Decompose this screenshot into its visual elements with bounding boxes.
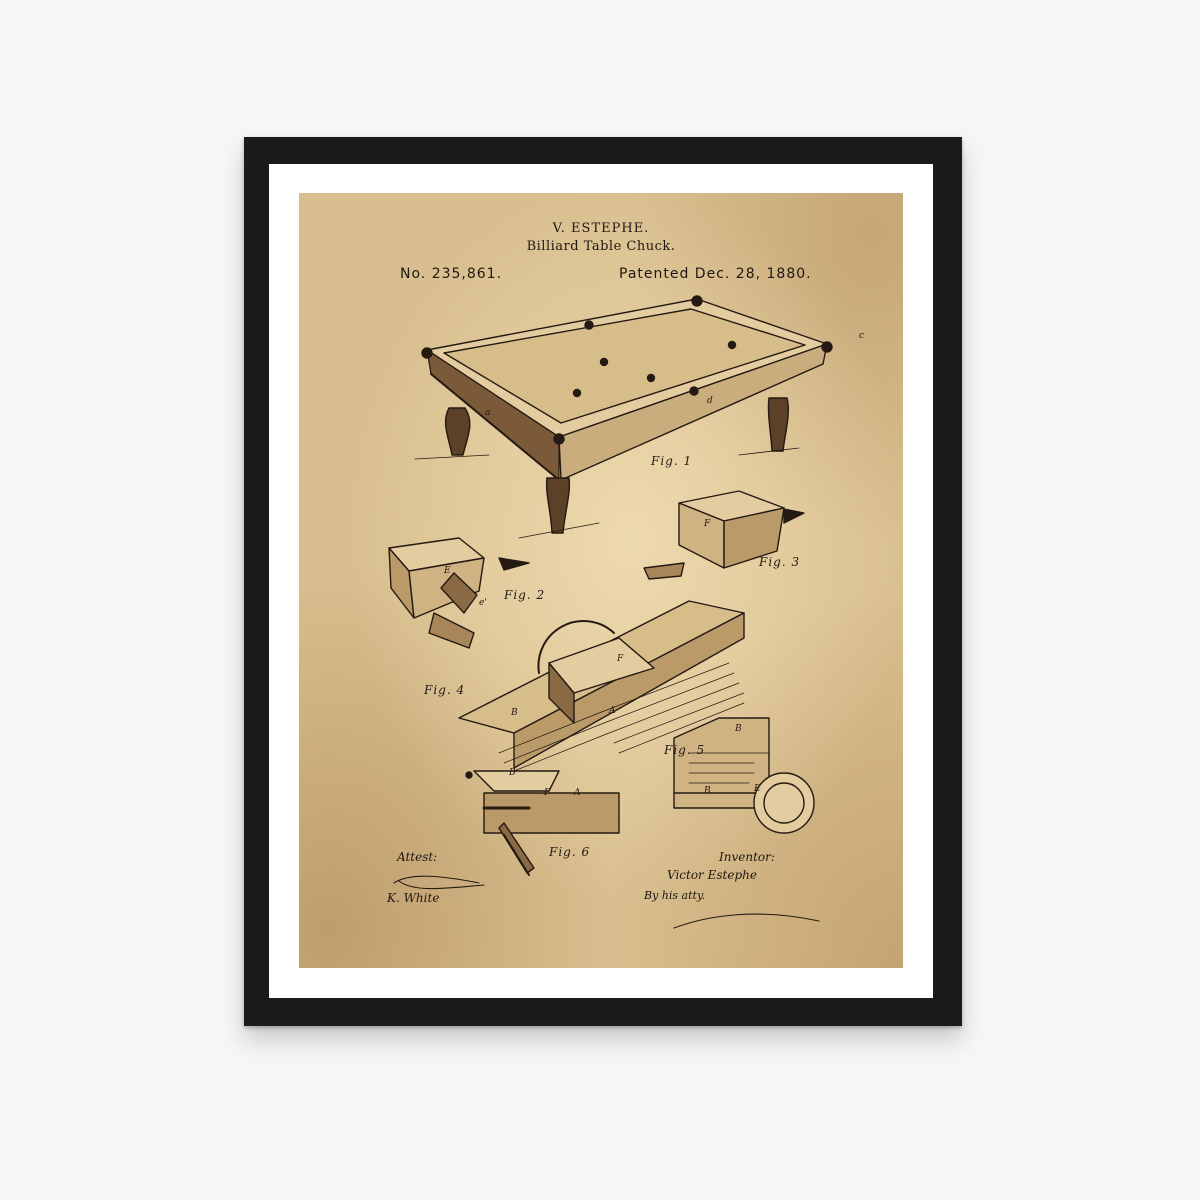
- attest-label: Attest:: [397, 850, 438, 864]
- fig2-label: Fig. 2: [504, 588, 546, 602]
- fig3-chuck-block-drawing: [643, 490, 805, 580]
- patent-title: Billiard Table Chuck.: [526, 239, 676, 254]
- svg-text:a: a: [485, 408, 490, 418]
- svg-text:d: d: [707, 396, 713, 406]
- inventor-name: V. ESTEPHE.: [552, 221, 650, 236]
- svg-text:A: A: [608, 706, 616, 716]
- fig6-section-drawing: [465, 770, 620, 876]
- signature-flourishes: [393, 875, 820, 929]
- fig6-label: Fig. 6: [549, 845, 591, 859]
- svg-text:F: F: [616, 654, 624, 664]
- patent-number: No. 235,861.: [400, 266, 503, 282]
- svg-text:B: B: [510, 708, 518, 718]
- svg-text:B: B: [703, 786, 711, 796]
- fig4-label: Fig. 4: [424, 683, 466, 697]
- fig5-label: Fig. 5: [664, 743, 706, 757]
- svg-text:E: E: [443, 566, 451, 576]
- fig5-corner-plan-drawing: [673, 717, 815, 834]
- patent-date: Patented Dec. 28, 1880.: [619, 266, 812, 282]
- svg-text:e': e': [479, 598, 487, 608]
- fig4-rail-section-drawing: [458, 600, 745, 774]
- svg-text:F: F: [543, 788, 551, 798]
- by-attorney: By his atty.: [644, 889, 706, 902]
- svg-text:E: E: [753, 784, 761, 794]
- fig3-label: Fig. 3: [759, 555, 801, 569]
- fig1-billiard-table-drawing: [414, 295, 833, 539]
- svg-text:c: c: [859, 331, 864, 341]
- inventor-signature: Victor Estephe: [667, 868, 757, 882]
- fig2-corner-chuck-drawing: [388, 537, 530, 649]
- svg-text:B: B: [508, 768, 516, 778]
- inventor-label: Inventor:: [719, 850, 775, 864]
- patent-drawing: c d a Ee' F F B A B B E B F A: [388, 295, 864, 929]
- svg-text:F: F: [703, 519, 711, 529]
- svg-text:B: B: [734, 724, 742, 734]
- svg-text:A: A: [573, 788, 581, 798]
- witness-signature: K. White: [387, 891, 440, 905]
- fig1-label: Fig. 1: [651, 454, 693, 468]
